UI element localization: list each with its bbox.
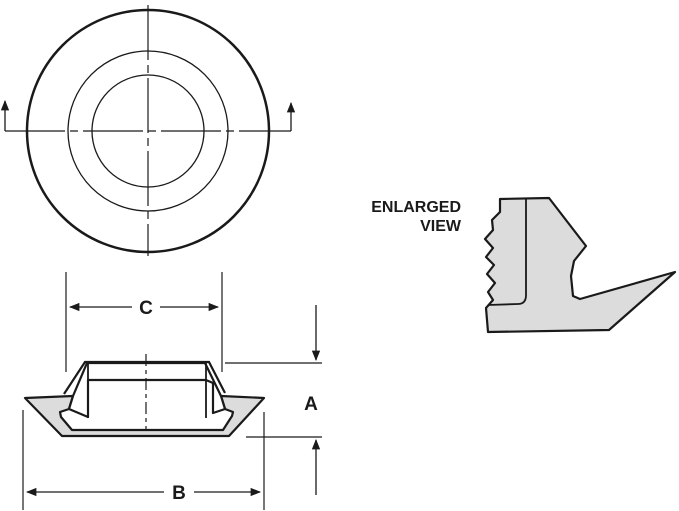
dimension-label-a: A (304, 394, 318, 415)
dimension-label-c: C (139, 298, 153, 319)
enlarged-view-caption-line2: VIEW (420, 218, 462, 235)
enlarged-inner-wall (487, 199, 527, 306)
enlarged-view: ENLARGED VIEW (371, 196, 677, 334)
side-view (22, 272, 322, 510)
grommet-crown (67, 361, 227, 419)
grommet-section (23, 394, 266, 438)
dimension-label-b: B (172, 483, 186, 504)
top-view (0, 5, 296, 256)
enlarged-section (483, 196, 677, 334)
grommet-crown-outline (63, 360, 226, 395)
enlarged-view-caption-line1: ENLARGED (371, 199, 461, 216)
